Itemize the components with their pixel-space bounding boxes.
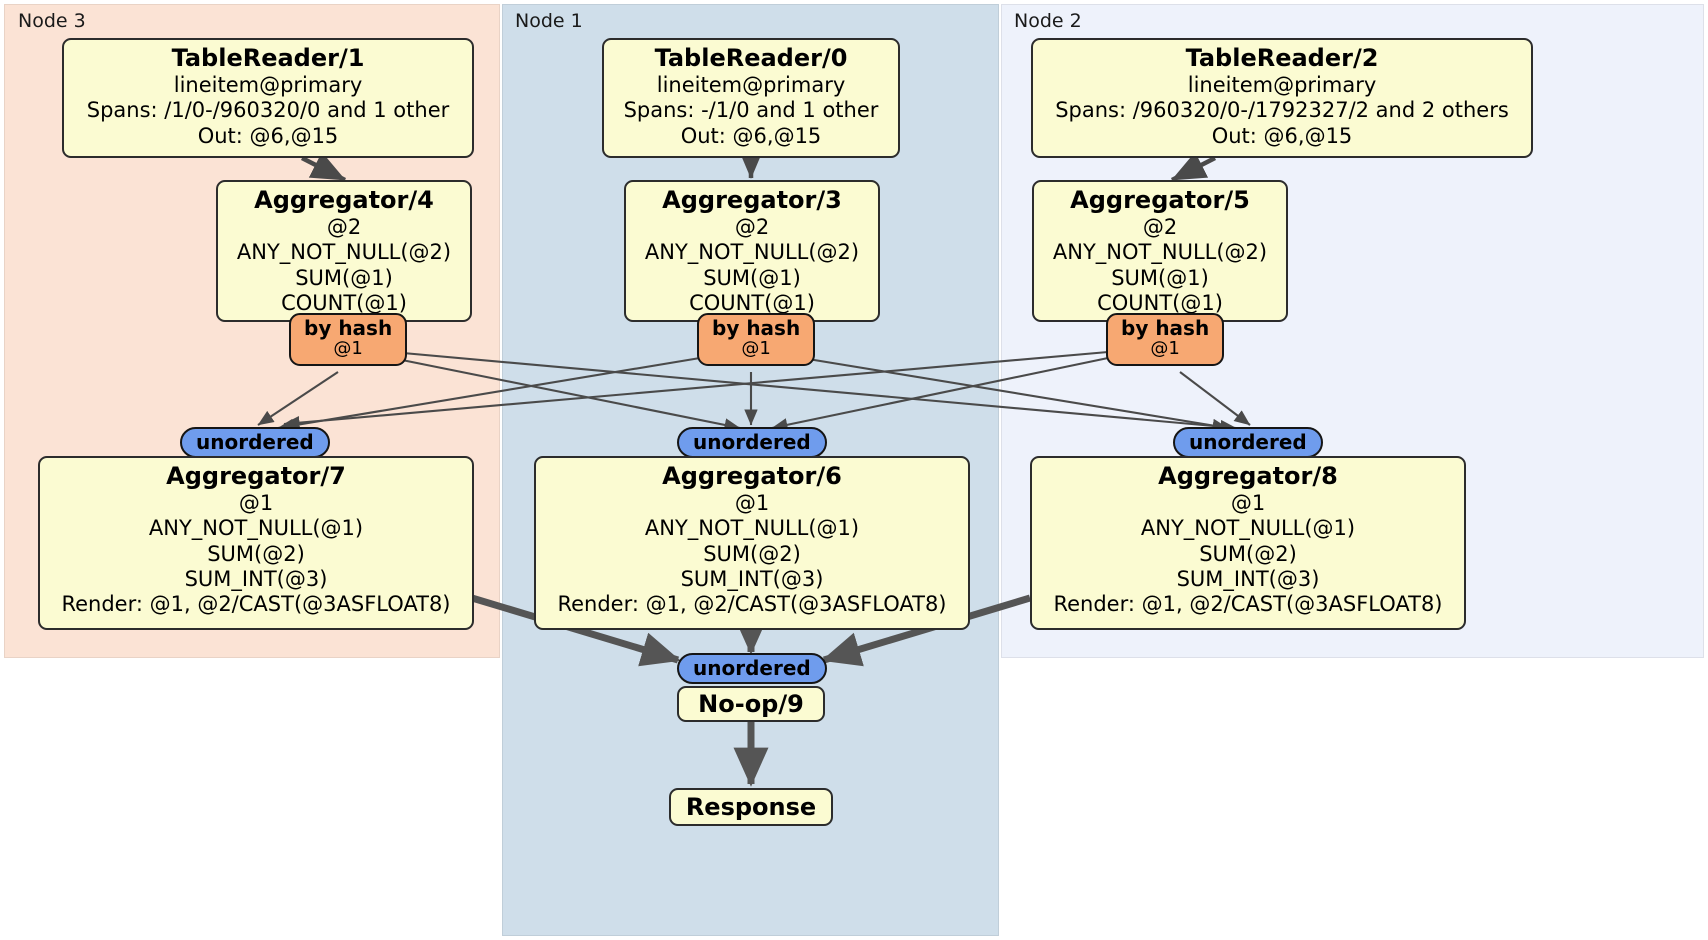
badge-label: by hash — [304, 316, 393, 340]
processor-line: ANY_NOT_NULL(@2) — [644, 240, 860, 265]
badge-sublabel: @1 — [741, 338, 771, 360]
processor-aggregator-7[interactable]: Aggregator/7 @1 ANY_NOT_NULL(@1) SUM(@2)… — [38, 456, 474, 630]
processor-line: @2 — [326, 215, 362, 240]
processor-response[interactable]: Response — [669, 788, 833, 826]
processor-line: lineitem@primary — [173, 73, 363, 98]
badge-label: unordered — [693, 656, 811, 680]
processor-title: Response — [685, 793, 817, 821]
node-label-node1: Node 1 — [515, 10, 583, 32]
processor-line: ANY_NOT_NULL(@2) — [236, 240, 452, 265]
processor-line: Out: @6,@15 — [1211, 123, 1353, 148]
badge-unordered-final[interactable]: unordered — [677, 653, 827, 685]
processor-aggregator-3[interactable]: Aggregator/3 @2 ANY_NOT_NULL(@2) SUM(@1)… — [624, 180, 880, 322]
processor-line: Render: @1, @2/CAST(@3ASFLOAT8) — [557, 592, 947, 617]
badge-label: unordered — [196, 430, 314, 454]
processor-line: SUM(@2) — [1199, 541, 1297, 566]
processor-aggregator-5[interactable]: Aggregator/5 @2 ANY_NOT_NULL(@2) SUM(@1)… — [1032, 180, 1288, 322]
processor-aggregator-4[interactable]: Aggregator/4 @2 ANY_NOT_NULL(@2) SUM(@1)… — [216, 180, 472, 322]
processor-line: Render: @1, @2/CAST(@3ASFLOAT8) — [1053, 592, 1443, 617]
node-label-node3: Node 3 — [18, 10, 86, 32]
processor-table-reader-0[interactable]: TableReader/0 lineitem@primary Spans: -/… — [602, 38, 900, 158]
processor-title: Aggregator/8 — [1158, 462, 1338, 490]
processor-table-reader-2[interactable]: TableReader/2 lineitem@primary Spans: /9… — [1031, 38, 1533, 158]
processor-line: @1 — [238, 491, 274, 516]
processor-line: @1 — [734, 491, 770, 516]
processor-line: lineitem@primary — [656, 73, 846, 98]
badge-sublabel: @1 — [333, 338, 363, 360]
processor-line: SUM_INT(@3) — [184, 566, 328, 591]
processor-line: Spans: /1/0-/960320/0 and 1 other — [86, 98, 450, 123]
badge-label: unordered — [1189, 430, 1307, 454]
processor-line: SUM_INT(@3) — [1176, 566, 1320, 591]
processor-line: Render: @1, @2/CAST(@3ASFLOAT8) — [61, 592, 451, 617]
processor-line: COUNT(@1) — [281, 290, 407, 315]
processor-line: Out: @6,@15 — [197, 123, 339, 148]
processor-line: SUM(@2) — [703, 541, 801, 566]
processor-title: Aggregator/6 — [662, 462, 842, 490]
processor-line: Spans: -/1/0 and 1 other — [623, 98, 879, 123]
processor-table-reader-1[interactable]: TableReader/1 lineitem@primary Spans: /1… — [62, 38, 474, 158]
badge-unordered-center[interactable]: unordered — [677, 427, 827, 459]
processor-line: ANY_NOT_NULL(@2) — [1052, 240, 1268, 265]
badge-label: unordered — [693, 430, 811, 454]
processor-noop-9[interactable]: No-op/9 — [677, 686, 825, 722]
processor-line: SUM(@1) — [295, 265, 393, 290]
processor-title: TableReader/2 — [1185, 44, 1379, 72]
processor-title: TableReader/1 — [171, 44, 365, 72]
processor-title: Aggregator/7 — [166, 462, 346, 490]
processor-line: COUNT(@1) — [689, 290, 815, 315]
badge-by-hash-right[interactable]: by hash @1 — [1106, 313, 1225, 366]
processor-line: lineitem@primary — [1187, 73, 1377, 98]
processor-line: Out: @6,@15 — [680, 123, 822, 148]
processor-line: @1 — [1230, 491, 1266, 516]
processor-line: Spans: /960320/0-/1792327/2 and 2 others — [1055, 98, 1509, 123]
processor-line: SUM_INT(@3) — [680, 566, 824, 591]
processor-line: SUM(@1) — [703, 265, 801, 290]
badge-by-hash-center[interactable]: by hash @1 — [697, 313, 816, 366]
processor-aggregator-8[interactable]: Aggregator/8 @1 ANY_NOT_NULL(@1) SUM(@2)… — [1030, 456, 1466, 630]
badge-sublabel: @1 — [1150, 338, 1180, 360]
badge-unordered-right[interactable]: unordered — [1173, 427, 1323, 459]
processor-line: SUM(@1) — [1111, 265, 1209, 290]
processor-line: @2 — [1142, 215, 1178, 240]
processor-title: TableReader/0 — [654, 44, 848, 72]
badge-label: by hash — [1121, 316, 1210, 340]
processor-line: COUNT(@1) — [1097, 290, 1223, 315]
processor-line: ANY_NOT_NULL(@1) — [148, 516, 364, 541]
processor-title: Aggregator/5 — [1070, 186, 1250, 214]
processor-title: No-op/9 — [698, 690, 804, 718]
processor-line: SUM(@2) — [207, 541, 305, 566]
processor-title: Aggregator/4 — [254, 186, 434, 214]
processor-line: ANY_NOT_NULL(@1) — [644, 516, 860, 541]
processor-line: @2 — [734, 215, 770, 240]
badge-unordered-left[interactable]: unordered — [180, 427, 330, 459]
processor-line: ANY_NOT_NULL(@1) — [1140, 516, 1356, 541]
processor-title: Aggregator/3 — [662, 186, 842, 214]
badge-by-hash-left[interactable]: by hash @1 — [289, 313, 408, 366]
badge-label: by hash — [712, 316, 801, 340]
node-label-node2: Node 2 — [1014, 10, 1082, 32]
processor-aggregator-6[interactable]: Aggregator/6 @1 ANY_NOT_NULL(@1) SUM(@2)… — [534, 456, 970, 630]
